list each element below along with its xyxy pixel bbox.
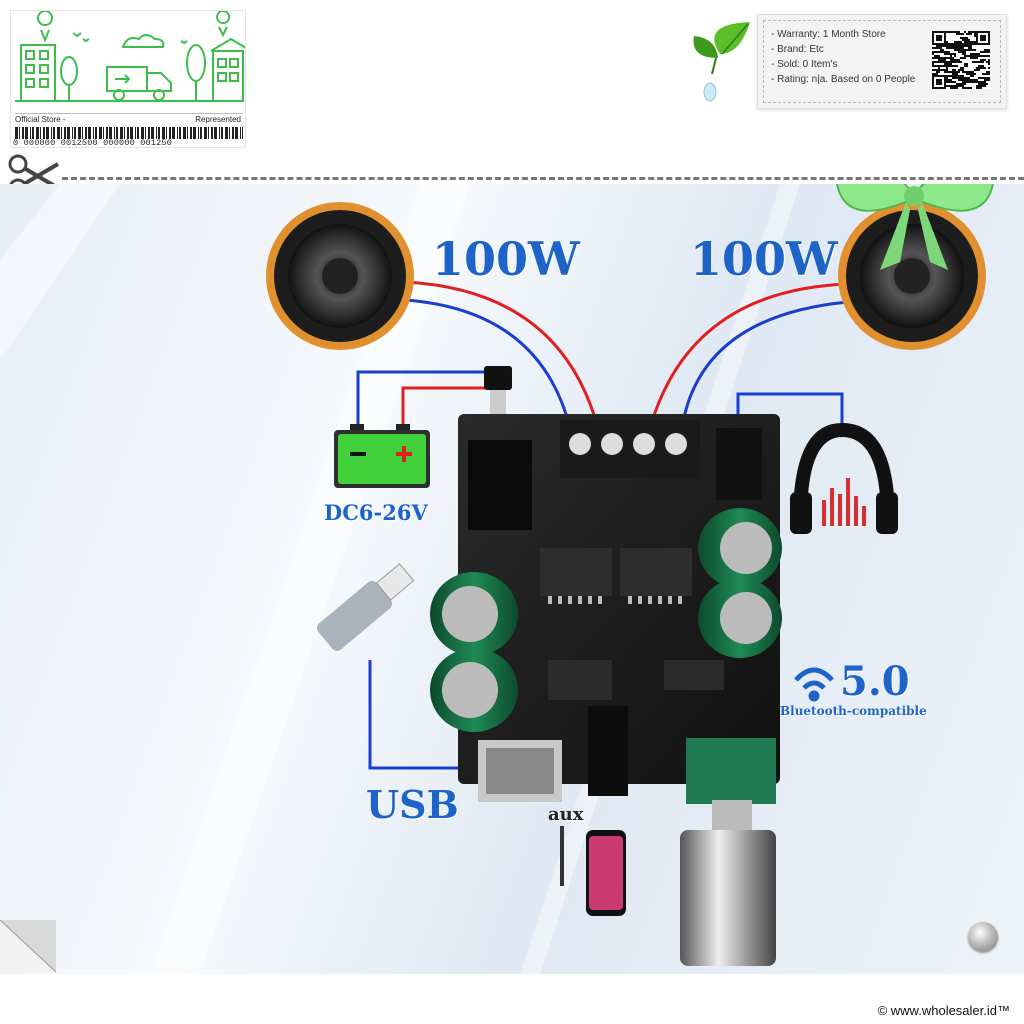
qr-code-icon <box>932 31 990 89</box>
warranty-text: - Warranty: 1 Month Store <box>771 29 886 40</box>
product-diagram <box>0 184 994 974</box>
product-image-panel: 100W 100W DC6-26V USB aux 5.0 Bluetooth-… <box>0 184 1024 974</box>
leaf-icon <box>693 22 750 102</box>
bow-icon <box>836 184 994 270</box>
footer-copyright: © www.wholesaler.id™ <box>877 1003 1010 1018</box>
rating-text: - Rating: n|a. Based on 0 People <box>771 74 916 85</box>
speaker-icon <box>266 202 986 350</box>
store-right-label: Represented <box>195 115 241 124</box>
cut-line <box>62 177 1024 180</box>
product-info-card: - Warranty: 1 Month Store - Brand: Etc -… <box>757 14 1007 109</box>
usb-stick-icon <box>316 563 415 651</box>
aux-label: aux <box>548 804 584 825</box>
phone-icon <box>560 826 626 916</box>
page-corner-fold <box>0 920 56 972</box>
power-label-left: 100W <box>432 232 580 286</box>
bluetooth-text-label: Bluetooth-compatible <box>780 704 927 718</box>
brand-text: - Brand: Etc <box>771 44 824 55</box>
headphones-icon <box>790 422 898 534</box>
store-illustration <box>15 11 245 102</box>
power-label-right: 100W <box>690 232 838 286</box>
wifi-icon <box>794 667 834 702</box>
round-button[interactable] <box>968 922 998 952</box>
store-badge: Official Store - Represented 0 000000 00… <box>10 10 246 148</box>
sold-text: - Sold: 0 Item's <box>771 59 838 70</box>
barcode <box>15 127 243 139</box>
battery-icon <box>334 424 430 488</box>
usb-label: USB <box>366 782 459 827</box>
store-left-label: Official Store - <box>15 115 66 124</box>
voltage-label: DC6-26V <box>324 500 428 525</box>
bluetooth-version-label: 5.0 <box>840 658 910 705</box>
barcode-number: 0 000000 0012500 000000 001250 <box>13 138 173 148</box>
